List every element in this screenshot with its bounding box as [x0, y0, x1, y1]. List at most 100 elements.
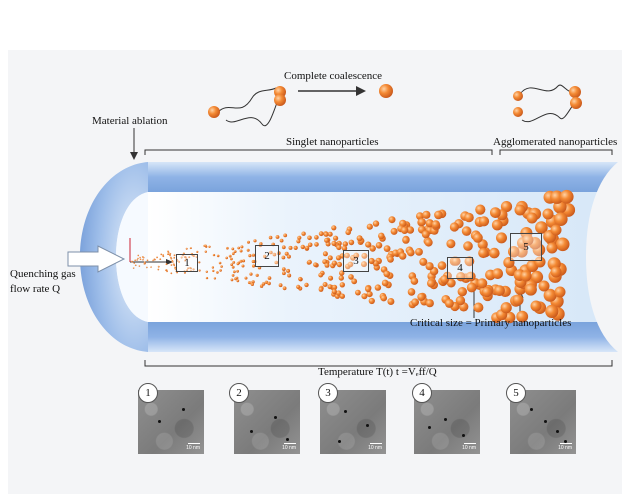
nanoparticle [143, 257, 145, 259]
agglomerated-nanoparticle [539, 281, 550, 292]
nanoparticle [282, 271, 286, 275]
nanoparticle [217, 255, 220, 258]
nanoparticle [169, 255, 171, 257]
nanoparticle [387, 298, 394, 305]
zone-marker-1: 1 [176, 254, 198, 272]
nanoparticle [139, 265, 141, 267]
nanoparticle [140, 259, 142, 261]
nanoparticle [267, 282, 271, 286]
nanoparticle [146, 267, 148, 269]
nanoparticle [556, 238, 570, 252]
nanoparticle [463, 241, 473, 251]
nanoparticle [173, 257, 175, 259]
nanoparticle [305, 246, 309, 250]
nanoparticle [490, 207, 501, 218]
nanoparticle [369, 258, 375, 264]
micrograph-particle [556, 430, 559, 433]
nanoparticle [169, 253, 171, 255]
agglomerated-nanoparticle [547, 243, 558, 254]
nanoparticle [204, 245, 206, 247]
nanoparticle [445, 299, 454, 308]
nanoparticle [525, 283, 537, 295]
agglomerated-nanoparticle [551, 267, 562, 278]
micrograph-particle [274, 416, 277, 419]
nanoparticle [282, 256, 286, 260]
nanoparticle [349, 240, 355, 246]
nanoparticle [136, 259, 138, 261]
nanoparticle [458, 287, 467, 296]
illustration-particle [570, 97, 582, 109]
nanoparticle [494, 285, 505, 296]
nanoparticle [434, 211, 443, 220]
nanoparticle [287, 274, 291, 278]
nanoparticle [230, 263, 233, 266]
nanoparticle [298, 277, 302, 281]
nanoparticle [324, 238, 329, 243]
nanoparticle [135, 265, 137, 267]
nanoparticle [464, 213, 474, 223]
nanoparticle [432, 220, 440, 228]
nanoparticle [296, 285, 300, 289]
micrograph-particle [366, 424, 369, 427]
tube-top-wall [148, 162, 618, 192]
nanoparticle [301, 232, 305, 236]
nanoparticle [323, 251, 328, 256]
nanoparticle [229, 255, 232, 258]
nanoparticle [214, 277, 216, 279]
illustration-particle [208, 106, 220, 118]
quenching-gas-label: Quenching gas [10, 268, 76, 281]
nanoparticle [438, 261, 447, 270]
nanoparticle [340, 282, 345, 287]
nanoparticle [162, 255, 164, 257]
nanoparticle [268, 276, 272, 280]
nanoparticle [236, 270, 239, 273]
nanoparticle [319, 231, 324, 236]
nanoparticle [399, 252, 406, 259]
agglomerated-nanoparticle [527, 213, 538, 224]
agglomerated-nanoparticle [515, 205, 526, 216]
nanoparticle [304, 283, 308, 287]
nanoparticle [186, 248, 188, 250]
micrograph-particle [428, 426, 431, 429]
nanoparticle [462, 226, 472, 236]
nanoparticle [427, 279, 435, 287]
nanoparticle [422, 211, 430, 219]
agglomerated-nanoparticle [555, 287, 566, 298]
nanoparticle [331, 241, 336, 246]
nanoparticle [168, 252, 170, 254]
micrograph-particle [462, 434, 465, 437]
nanoparticle [232, 266, 235, 269]
zone-marker-5: 5 [510, 233, 542, 261]
micrograph-particle [344, 410, 347, 413]
nanoparticle [307, 236, 312, 241]
nanoparticle [237, 262, 240, 265]
nanoparticle [173, 264, 175, 266]
nanoparticle [206, 277, 208, 279]
nanoparticle [314, 242, 319, 247]
nanoparticle [307, 260, 312, 265]
nanoparticle [279, 283, 283, 287]
nanoparticle [134, 259, 136, 261]
micrograph-particle [182, 408, 185, 411]
nanoparticle [331, 225, 336, 230]
nanoparticle [154, 258, 156, 260]
nanoparticle [492, 268, 503, 279]
micrograph-badge-3: 3 [318, 383, 338, 403]
nanoparticle [144, 263, 146, 265]
critical-size-label: Critical size = Primary nanoparticles [410, 317, 571, 330]
micrograph-particle [286, 438, 289, 441]
nanoparticle [260, 285, 263, 288]
nanoparticle [165, 269, 167, 271]
nanoparticle [482, 287, 492, 297]
nanoparticle [294, 246, 298, 250]
nanoparticle [411, 277, 419, 285]
nanoparticle [242, 259, 245, 262]
nanoparticle [467, 283, 477, 293]
nanoparticle [253, 239, 256, 242]
nanoparticle [401, 227, 408, 234]
nanoparticle [333, 236, 338, 241]
nanoparticle [237, 247, 240, 250]
agglomerated-nanoparticle [551, 225, 562, 236]
illustration-particle [513, 91, 523, 101]
nanoparticle [496, 232, 507, 243]
